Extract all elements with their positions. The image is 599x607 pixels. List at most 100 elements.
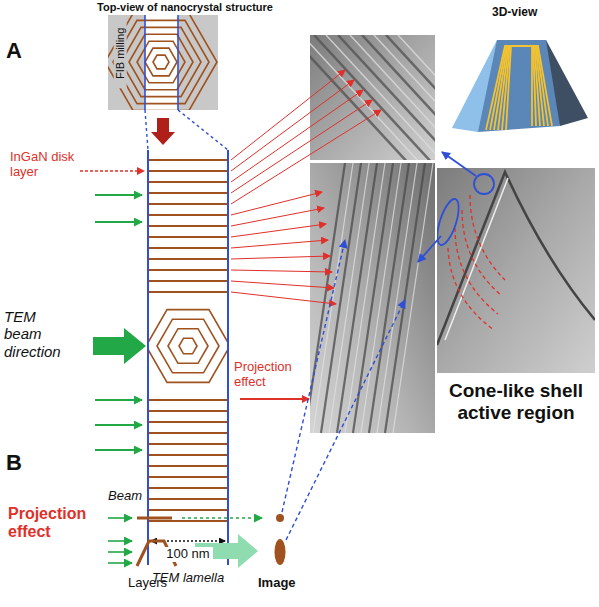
- facet: [478, 40, 560, 132]
- correspondence-line: [282, 240, 345, 512]
- lattice-stripe: [386, 35, 435, 160]
- projection-arrow: [240, 398, 309, 400]
- lattice-stripe: [369, 163, 409, 433]
- disk-layer: [148, 454, 228, 456]
- disk-layer: [148, 170, 228, 172]
- beam-arrow: [108, 517, 132, 519]
- layer-group: [148, 160, 228, 521]
- hexagon-shell: [153, 55, 169, 69]
- hexagon-shell: [121, 27, 201, 96]
- disk-layer: [148, 520, 228, 522]
- cone-edge: [437, 172, 595, 345]
- view-name: 3D-view: [492, 6, 537, 20]
- projection-guide: [145, 110, 148, 150]
- tem-images: [290, 35, 595, 433]
- lattice-stripe: [350, 35, 435, 160]
- beam-arrow: [108, 551, 132, 553]
- disk-layer: [148, 181, 228, 183]
- zoom-arrow: [442, 152, 476, 176]
- layer-arrow: [231, 281, 334, 288]
- beam-arrows: [93, 195, 146, 450]
- layer-name: InGaN disk layer: [10, 150, 76, 180]
- region-marker: [437, 197, 463, 248]
- disk-layer: [148, 280, 228, 282]
- hexagon-shell: [108, 15, 217, 110]
- shell-layer: [486, 46, 552, 130]
- cone-edge: [445, 178, 508, 340]
- disk-layer: [148, 465, 228, 467]
- strip-edge: [177, 15, 179, 110]
- disk-layer: [148, 159, 228, 161]
- layer-arrow: [231, 208, 324, 226]
- hexagon-shell: [148, 310, 228, 383]
- layer-arrow: [231, 240, 328, 248]
- stripes: [310, 35, 435, 160]
- layer-arrow: [231, 110, 381, 204]
- disk-layer: [148, 247, 228, 249]
- panel-b: [108, 240, 405, 568]
- beam-name: TEM beam direction: [4, 308, 70, 360]
- shell-trace: [470, 195, 505, 280]
- shell-layer: [498, 46, 540, 130]
- image-name: Image: [258, 576, 296, 591]
- layer-arrow: [231, 80, 354, 171]
- lattice-stripe: [329, 163, 369, 433]
- effect-name: Projection effect: [8, 505, 106, 542]
- milled-strip: [145, 15, 178, 110]
- region-marker: [474, 174, 494, 194]
- beam-arrow: [182, 517, 262, 519]
- disk-layer: [148, 269, 228, 271]
- layer-arrow: [231, 100, 372, 193]
- disk-layer: [148, 291, 228, 293]
- hexagon-shell: [145, 48, 177, 76]
- lattice-stripe: [337, 163, 377, 433]
- cone-image: [437, 172, 595, 345]
- disk-layer: [148, 443, 228, 445]
- tem-image: [437, 168, 595, 373]
- lattice-stripe: [362, 35, 435, 160]
- hexagon-shell: [168, 329, 208, 364]
- big-beam-arrow: [93, 328, 146, 364]
- disk-layer: [148, 214, 228, 216]
- layer-group: [486, 46, 552, 130]
- projection-guide: [178, 110, 228, 150]
- dimension-label: 100 nm: [163, 547, 212, 562]
- disk-layer: [148, 421, 228, 423]
- lattice-stripe: [313, 163, 353, 433]
- 3d-view: [452, 40, 588, 132]
- hexagon-group: [108, 15, 217, 110]
- disk-layer: [148, 432, 228, 434]
- effect-name: Projection effect: [234, 360, 308, 390]
- region-name: Cone-like shell active region: [436, 380, 596, 424]
- disk-layer: [148, 236, 228, 238]
- disk-layer: [148, 476, 228, 478]
- beam-arrow: [95, 221, 142, 223]
- flat-layer: [137, 517, 172, 520]
- beam-arrow: [95, 194, 142, 196]
- layer-arrow: [231, 256, 330, 259]
- disk-layer: [148, 498, 228, 500]
- hexagon-shell: [179, 338, 197, 354]
- hexagon-shell: [129, 34, 193, 89]
- lattice-stripe: [345, 163, 385, 433]
- layer-arrow: [231, 270, 332, 272]
- panel-letter: A: [6, 38, 22, 63]
- leader-arrow: [80, 170, 144, 172]
- top-view: [105, 14, 228, 151]
- lattice-stripe: [385, 163, 425, 433]
- layer-arrow: [231, 90, 363, 182]
- beam-arrow: [95, 424, 142, 426]
- lamella-edge: [227, 150, 229, 565]
- layers-name: Layers: [128, 576, 167, 591]
- tem-image: [310, 163, 435, 433]
- layer-arrow: [231, 292, 336, 304]
- lattice-stripe: [321, 163, 361, 433]
- panel-letter: B: [6, 450, 22, 475]
- shell-layer: [490, 46, 548, 130]
- disk-layer: [148, 258, 228, 260]
- disk-layer: [148, 192, 228, 194]
- layer-arrow: [231, 224, 326, 237]
- lamella-edge: [147, 150, 149, 565]
- layer-arrows: [231, 70, 381, 304]
